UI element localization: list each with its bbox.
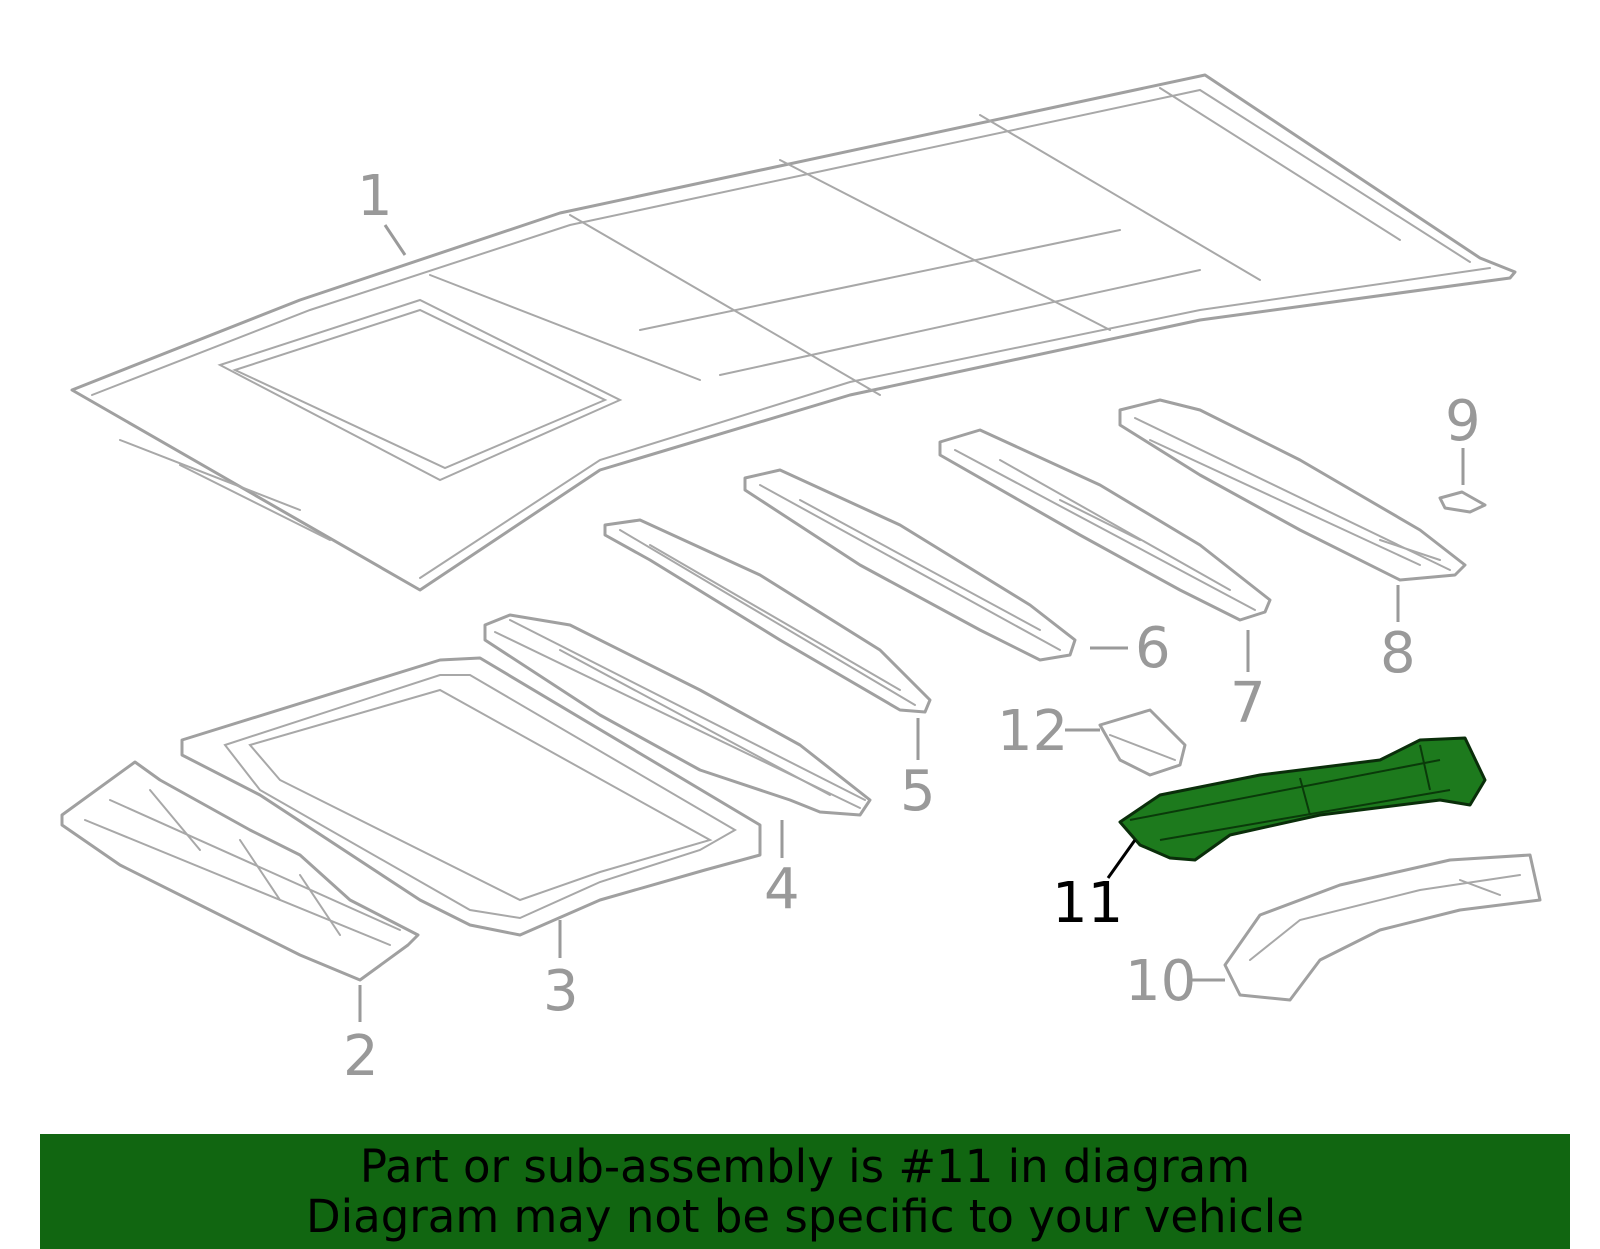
- part-12-bracket[interactable]: [1098, 708, 1187, 777]
- callout-2: 2: [343, 1024, 379, 1089]
- callout-3: 3: [543, 959, 579, 1024]
- banner-line-1: Part or sub-assembly is #11 in diagram: [359, 1139, 1251, 1193]
- part-4-roof-bow[interactable]: [483, 613, 872, 817]
- part-9-bracket[interactable]: [1438, 490, 1487, 514]
- part-3-sunroof-frame[interactable]: [180, 656, 762, 937]
- callout-4: 4: [764, 857, 800, 922]
- arrow-11: [1106, 839, 1137, 879]
- part-1-roof-panel[interactable]: [70, 73, 1517, 592]
- callout-10: 10: [1125, 949, 1196, 1014]
- part-11-highlighted-reinforcement[interactable]: [1118, 736, 1487, 862]
- callout-8: 8: [1380, 621, 1416, 686]
- callout-1: 1: [357, 164, 393, 229]
- callout-11: 11: [1052, 871, 1123, 936]
- part-8-rear-header[interactable]: [1118, 398, 1467, 582]
- callout-7: 7: [1230, 671, 1266, 736]
- part-2-front-header[interactable]: [60, 760, 420, 982]
- info-banner: Part or sub-assembly is #11 in diagram D…: [40, 1134, 1570, 1249]
- part-10-rear-rail[interactable]: [1223, 853, 1542, 1002]
- part-6-roof-bow[interactable]: [743, 468, 1077, 662]
- callout-5: 5: [900, 759, 936, 824]
- part-7-roof-bow[interactable]: [938, 428, 1272, 622]
- callout-6: 6: [1135, 616, 1171, 681]
- callout-9: 9: [1445, 389, 1481, 454]
- callout-12: 12: [997, 699, 1068, 764]
- part-5-roof-bow[interactable]: [603, 518, 932, 714]
- banner-line-2: Diagram may not be specific to your vehi…: [306, 1189, 1304, 1243]
- arrow-1: [383, 224, 407, 256]
